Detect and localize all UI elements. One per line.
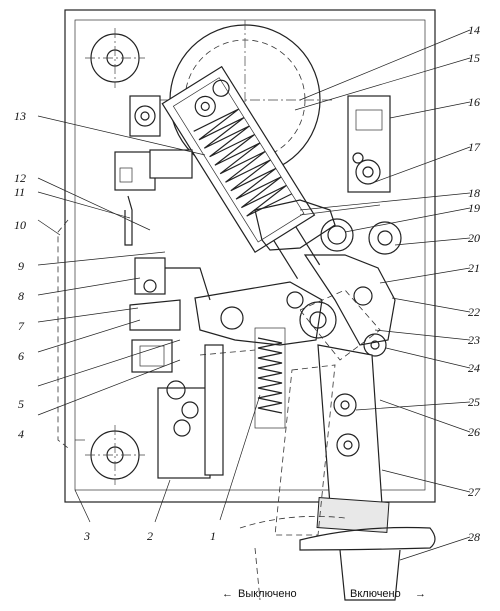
callout-12: 12	[14, 171, 26, 185]
callout-27: 27	[468, 485, 481, 499]
off-label: Выключено	[238, 588, 297, 600]
callout-10: 10	[14, 218, 26, 232]
callout-19: 19	[468, 201, 480, 215]
callout-3: 3	[83, 529, 90, 543]
callout-1: 1	[210, 529, 216, 543]
side-bracket	[57, 219, 69, 449]
direction-caption: ← Выключено Включено →	[222, 588, 426, 600]
mounting-hole-bottom	[85, 425, 145, 485]
callout-22: 22	[468, 305, 480, 319]
leader-lines	[37, 29, 471, 561]
callout-20: 20	[468, 231, 480, 245]
lower-spring	[254, 327, 286, 429]
callout-24: 24	[468, 361, 480, 375]
callout-6: 6	[18, 349, 24, 363]
on-arrow: →	[415, 588, 426, 600]
handle-arm	[316, 344, 390, 533]
off-position-arm	[274, 289, 381, 536]
mounting-hole-top	[85, 28, 145, 88]
callout-14: 14	[468, 23, 480, 37]
left-lower-assembly	[129, 257, 224, 479]
off-arrow: ←	[222, 588, 233, 600]
handle-grip	[239, 515, 436, 601]
upper-bolt-block	[129, 95, 161, 137]
callout-23: 23	[468, 333, 480, 347]
callout-2: 2	[147, 529, 153, 543]
callout-25: 25	[468, 395, 480, 409]
main-lever	[194, 254, 396, 357]
callout-21: 21	[468, 261, 480, 275]
left-clamp	[114, 149, 193, 246]
callout-16: 16	[468, 95, 480, 109]
callout-9: 9	[18, 259, 24, 273]
callout-17: 17	[468, 140, 481, 154]
on-label: Включено	[350, 588, 401, 600]
callout-15: 15	[468, 51, 480, 65]
callout-8: 8	[18, 289, 24, 303]
right-bracket	[347, 95, 391, 193]
callout-4: 4	[18, 427, 24, 441]
linkage-upper	[254, 199, 402, 255]
callout-5: 5	[18, 397, 24, 411]
callout-28: 28	[468, 530, 480, 544]
callout-labels: 1 2 3 4 5 6 7 8 9 10 11 12 13 14 15 16 1…	[14, 23, 481, 544]
callout-7: 7	[18, 319, 25, 333]
callout-11: 11	[14, 185, 25, 199]
callout-18: 18	[468, 186, 480, 200]
callout-13: 13	[14, 109, 26, 123]
base-plate	[64, 9, 436, 503]
callout-26: 26	[468, 425, 480, 439]
base-plate-inner	[74, 19, 426, 491]
